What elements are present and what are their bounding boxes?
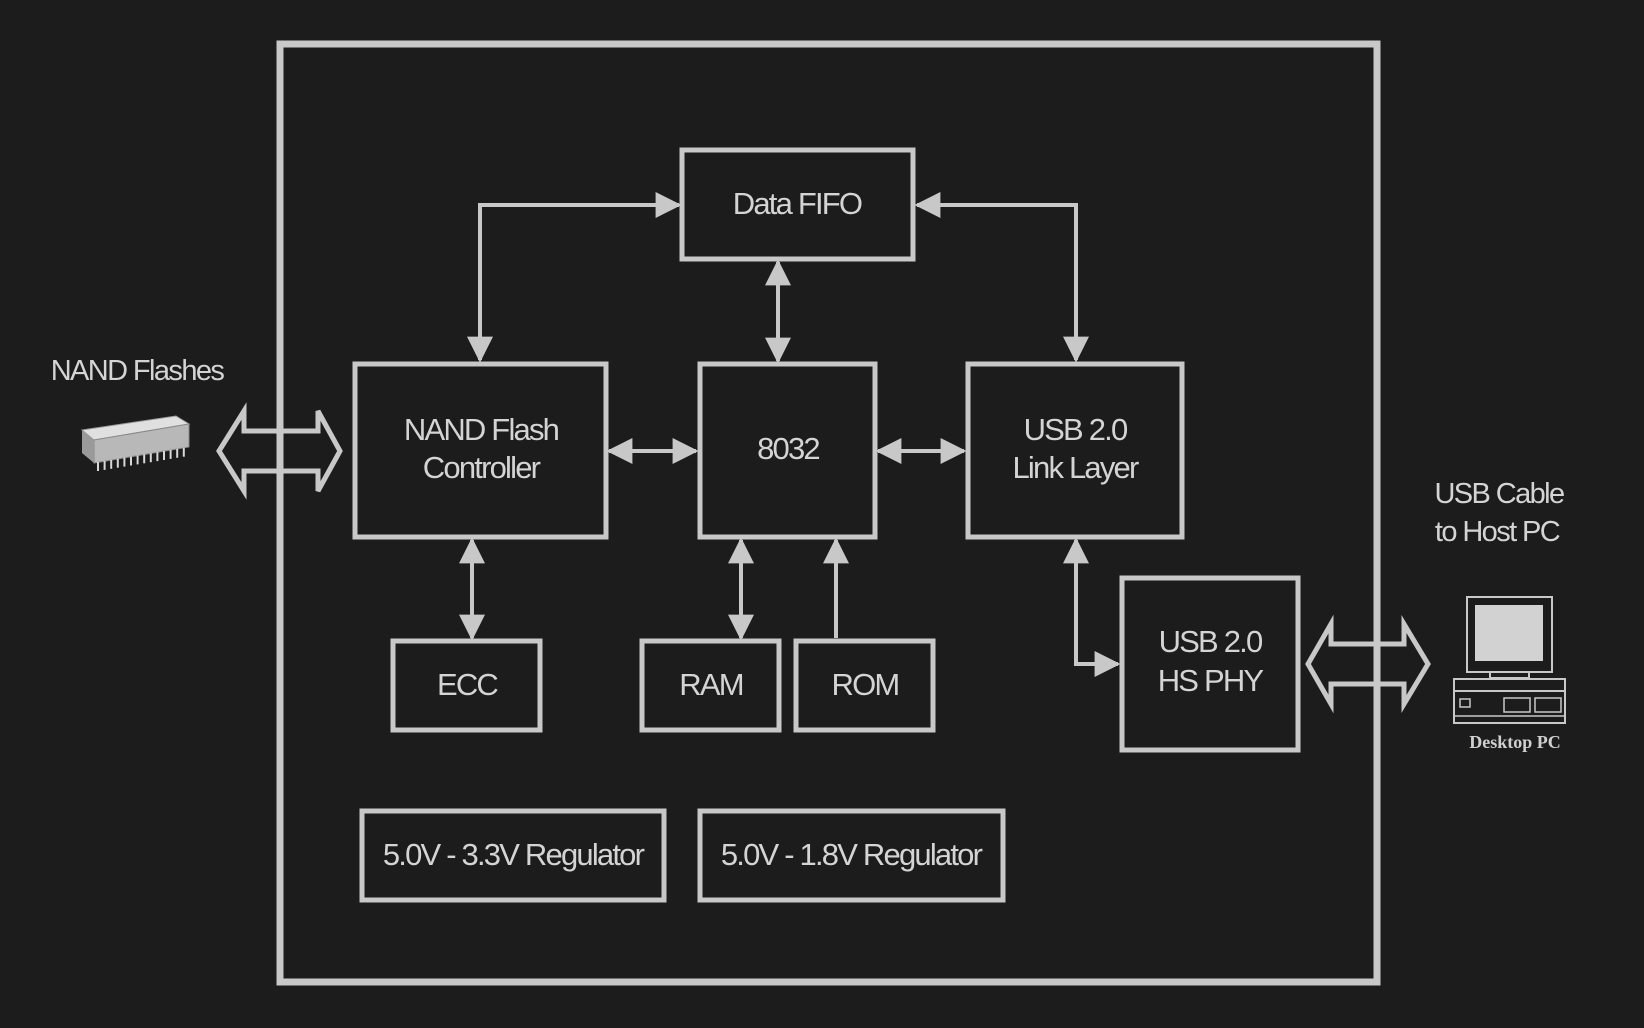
ecc-block: ECC: [390, 638, 543, 733]
nand-controller-label-line1: NAND Flash: [404, 412, 559, 447]
ecc-label: ECC: [437, 667, 498, 702]
chip-boundary: [276, 40, 1381, 986]
nand-chip-icon: [80, 415, 191, 471]
regulator-1v8-label: 5.0V - 1.8V Regulator: [721, 837, 983, 872]
nand-controller-label-line2: Controller: [423, 450, 541, 485]
ram-label: RAM: [679, 667, 743, 702]
regulator-3v3-label: 5.0V - 3.3V Regulator: [383, 837, 645, 872]
usb-link-label-line2: Link Layer: [1012, 450, 1139, 485]
usb-link-layer-block: USB 2.0 Link Layer: [965, 361, 1185, 540]
desktop-pc-caption: Desktop PC: [1469, 732, 1561, 752]
usb-cable-label-line2: to Host PC: [1435, 516, 1560, 548]
usb-phy-label-line1: USB 2.0: [1159, 624, 1263, 659]
regulator-1v8-block: 5.0V - 1.8V Regulator: [697, 808, 1006, 903]
connector-fifo-usb-link: [914, 192, 1089, 363]
nand-flashes-label: NAND Flashes: [51, 355, 225, 387]
connector-usb-link-phy: [1063, 537, 1121, 677]
nand-flash-controller-block: NAND Flash Controller: [352, 361, 609, 540]
cpu-8032-label: 8032: [757, 431, 819, 466]
usb-hs-phy-block: USB 2.0 HS PHY: [1119, 575, 1301, 753]
ram-block: RAM: [639, 638, 782, 733]
usb-cable-double-arrow: [1305, 614, 1431, 714]
connector-fifo-nand: [467, 192, 682, 363]
usb-cable-label-line1: USB Cable: [1434, 478, 1564, 510]
cpu-8032-block: 8032: [697, 361, 878, 540]
data-fifo-label: Data FIFO: [733, 186, 862, 221]
rom-block: ROM: [793, 638, 936, 733]
data-fifo-block: Data FIFO: [679, 147, 916, 262]
usb-link-label-line1: USB 2.0: [1024, 412, 1128, 447]
regulator-3v3-block: 5.0V - 3.3V Regulator: [359, 808, 667, 903]
usb-phy-label-line2: HS PHY: [1158, 663, 1264, 698]
rom-label: ROM: [832, 667, 899, 702]
desktop-pc-icon: [1453, 596, 1566, 724]
